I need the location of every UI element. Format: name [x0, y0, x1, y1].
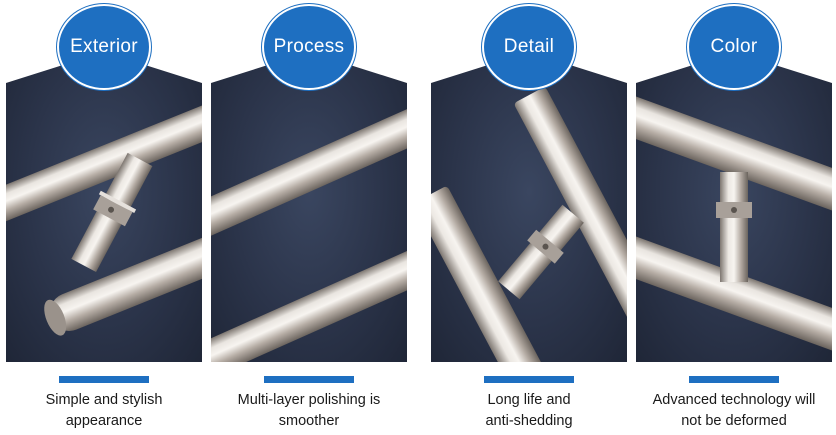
badge-detail: Detail — [482, 4, 576, 90]
caption-underline — [484, 376, 574, 383]
badge-exterior: Exterior — [57, 4, 151, 90]
t-bar-handle-illustration — [6, 100, 202, 336]
caption-line: smoother — [278, 413, 340, 429]
caption-line: anti-shedding — [485, 413, 573, 429]
caption-line: Long life and — [487, 392, 571, 408]
feature-image-detail — [431, 52, 627, 362]
feature-image-exterior — [6, 52, 202, 362]
feature-card-detail: Detail Long life and anti-shedding — [431, 0, 627, 435]
caption-color: Advanced technology will not be deformed — [636, 390, 832, 432]
feature-card-exterior: Exterior Simple and stylish appearance — [6, 0, 202, 435]
caption-underline — [264, 376, 354, 383]
feature-image-color — [636, 52, 832, 362]
badge-color: Color — [687, 4, 781, 90]
brushed-finish-illustration — [636, 81, 832, 362]
caption-exterior: Simple and stylish appearance — [6, 390, 202, 432]
caption-detail: Long life and anti-shedding — [431, 390, 627, 432]
caption-line: Advanced technology will — [652, 392, 816, 408]
badge-process: Process — [262, 4, 356, 90]
caption-line: appearance — [65, 413, 143, 429]
polished-tubes-illustration — [211, 94, 407, 362]
handle-joint-illustration — [431, 87, 627, 362]
caption-process: Multi-layer polishing is smoother — [211, 390, 407, 432]
caption-line: Simple and stylish — [45, 392, 163, 408]
feature-image-process — [211, 52, 407, 362]
caption-underline — [59, 376, 149, 383]
feature-card-process: Process Multi-layer polishing is smoothe… — [211, 0, 407, 435]
feature-card-color: Color Advanced technology will not be de… — [636, 0, 832, 435]
caption-line: not be deformed — [681, 413, 787, 429]
caption-underline — [689, 376, 779, 383]
caption-line: Multi-layer polishing is — [237, 392, 381, 408]
